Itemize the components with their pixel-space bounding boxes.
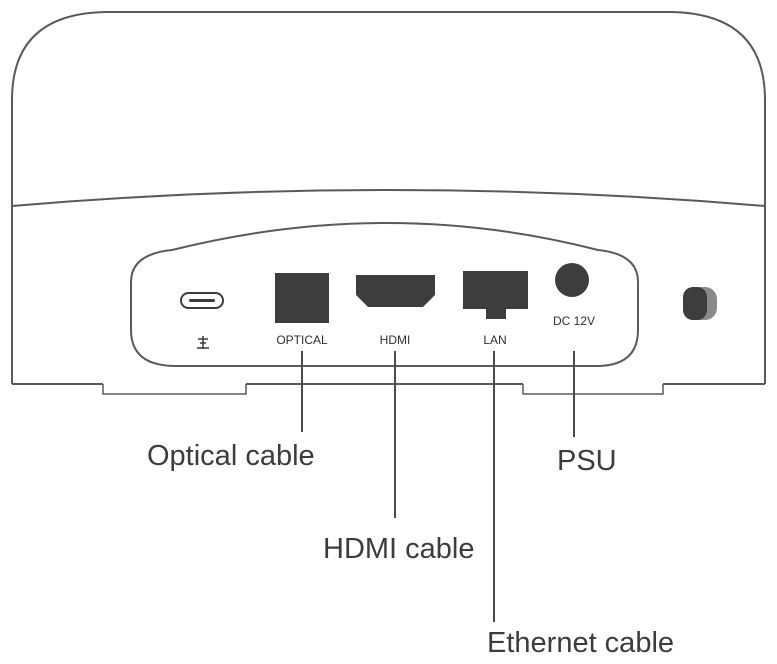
hdmi-cable-callout: HDMI cable: [323, 533, 475, 565]
usb-c-port-inner: [189, 299, 215, 302]
ethernet-cable-callout: Ethernet cable: [487, 627, 675, 659]
hdmi-port[interactable]: [356, 275, 435, 307]
lan-port-label: LAN: [483, 333, 506, 347]
body-seam: [11, 189, 766, 207]
usb-c-port[interactable]: [180, 292, 224, 309]
optical-cable-callout: Optical cable: [147, 440, 315, 472]
side-knob[interactable]: [683, 287, 717, 320]
optical-port-label: OPTICAL: [276, 333, 328, 347]
foot-left: [102, 384, 247, 395]
usb-symbol-icon: [197, 336, 209, 349]
hdmi-port-label: HDMI: [380, 333, 411, 347]
device-body: [11, 11, 766, 384]
optical-port[interactable]: [275, 273, 329, 323]
psu-callout: PSU: [557, 445, 617, 477]
dc-port-label: DC 12V: [553, 314, 595, 328]
dc-power-port[interactable]: [555, 263, 589, 297]
lan-port[interactable]: [463, 271, 528, 319]
usb-c-port-icon: [180, 292, 224, 309]
foot-right: [522, 384, 664, 395]
